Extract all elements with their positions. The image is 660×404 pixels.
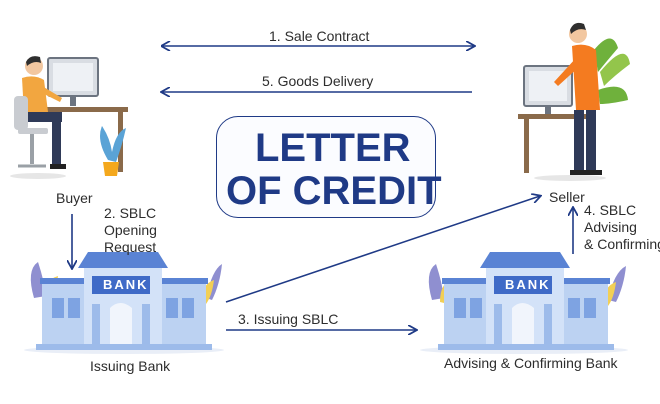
seller-label: Seller xyxy=(549,189,585,205)
advising-line-1: 4. SBLC xyxy=(584,202,637,218)
buyer-illustration xyxy=(10,56,128,179)
sale-contract-label: 1. Sale Contract xyxy=(269,28,370,44)
advising-line-2: Advising xyxy=(584,219,637,235)
seller-illustration xyxy=(518,22,630,181)
advising-bank-label: Advising & Confirming Bank xyxy=(444,355,618,371)
issuing-sblc-label: 3. Issuing SBLC xyxy=(238,311,339,327)
advising-label: 4. SBLC Advising & Confirming xyxy=(584,202,660,253)
opening-request-label: 2. SBLC Opening Request xyxy=(104,205,157,256)
issuing-bank-sign: BANK xyxy=(103,277,149,292)
issuing-bank-building xyxy=(24,252,224,354)
advising-bank-sign: BANK xyxy=(505,277,551,292)
goods-delivery-label: 5. Goods Delivery xyxy=(262,73,374,89)
title-line-2: OF CREDIT xyxy=(226,169,442,213)
title-line-1: LETTER xyxy=(255,126,411,170)
opening-request-line-2: Opening xyxy=(104,222,157,238)
advising-bank-building xyxy=(420,252,628,354)
opening-request-line-3: Request xyxy=(104,239,157,255)
opening-request-line-1: 2. SBLC xyxy=(104,205,157,221)
title-box xyxy=(216,116,436,218)
issuing-bank-label: Issuing Bank xyxy=(90,358,171,374)
buyer-label: Buyer xyxy=(56,190,93,206)
bank-to-seller-arrow xyxy=(225,196,540,303)
advising-line-3: & Confirming xyxy=(584,236,660,252)
